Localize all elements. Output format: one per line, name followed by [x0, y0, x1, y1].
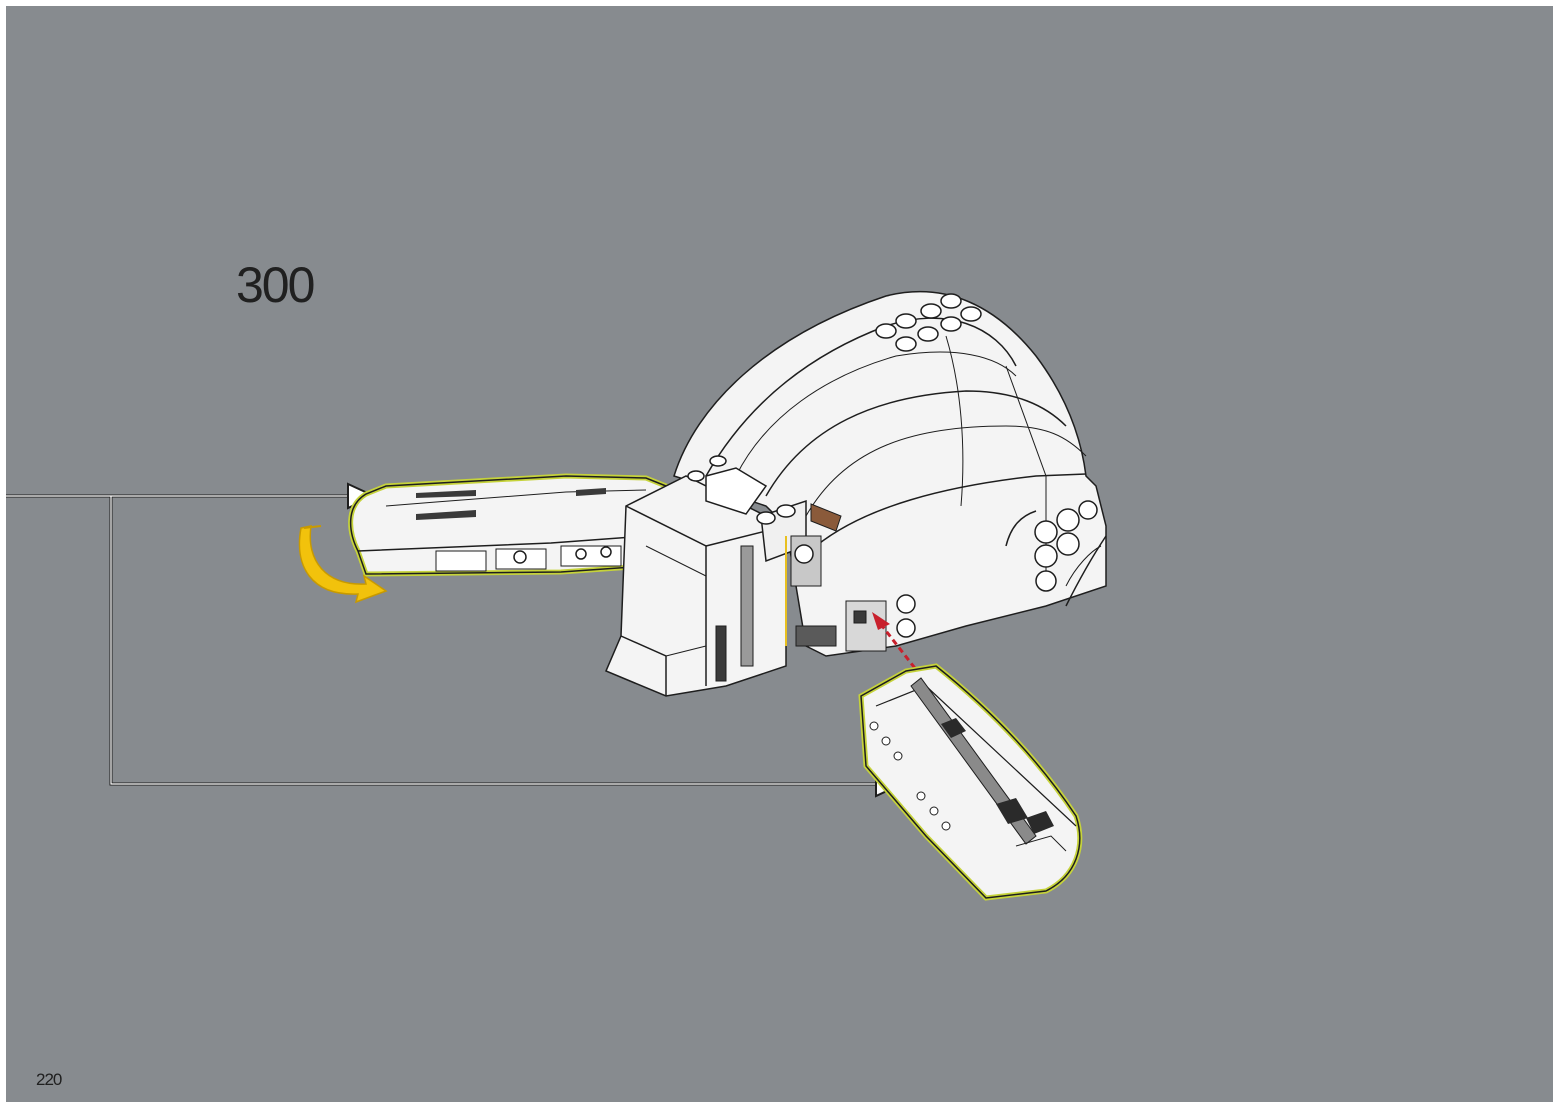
- step-number: 300: [236, 257, 315, 313]
- model-illustration: [6, 290, 1107, 901]
- right-wing-part: [858, 663, 1083, 901]
- left-wing-part: [348, 473, 669, 577]
- instruction-page: 300 220: [6, 6, 1553, 1102]
- insert-arrow-icon: [872, 612, 923, 677]
- page-number: 220: [36, 1070, 62, 1089]
- main-body: [605, 290, 1107, 697]
- rotate-arrow-icon: [298, 525, 388, 604]
